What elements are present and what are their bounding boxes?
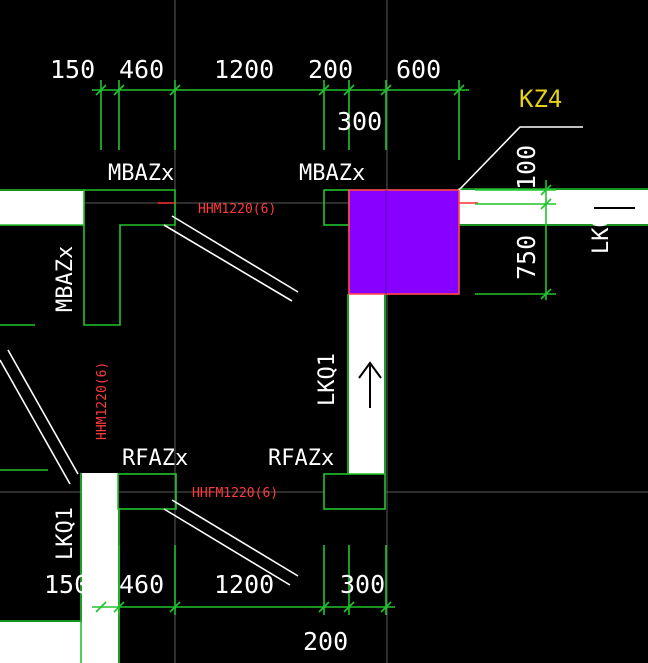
wall-bottom-left-horizontal bbox=[0, 622, 118, 663]
door-label-top: HHM1220(6) bbox=[198, 202, 276, 217]
wall-center-vertical bbox=[349, 294, 384, 474]
dim-right-750: 750 bbox=[512, 235, 541, 280]
dim-bottom-200: 200 bbox=[303, 627, 348, 656]
label-lkq1-right: LKQ1 bbox=[589, 201, 614, 254]
edge-member-mbaz-top-left[interactable] bbox=[83, 189, 176, 326]
dim-bottom-150: 150 bbox=[44, 570, 89, 599]
dim-right-100: 100 bbox=[512, 145, 541, 190]
dimension-top bbox=[92, 80, 469, 160]
column-tag-kz4: KZ4 bbox=[519, 85, 562, 113]
wall-outlines bbox=[0, 188, 648, 663]
label-lkq1-left: LKQ1 bbox=[53, 507, 78, 560]
door-swings bbox=[0, 202, 478, 586]
column-kz4[interactable] bbox=[348, 189, 460, 295]
leader-kz4 bbox=[458, 126, 583, 191]
dim-bottom-460: 460 bbox=[119, 570, 164, 599]
door-leaf bbox=[163, 508, 291, 586]
label-rfaz-left: RFAZx bbox=[122, 446, 188, 471]
label-mbaz-left: MBAZx bbox=[108, 161, 174, 186]
dim-top-200: 200 bbox=[308, 55, 353, 84]
walls bbox=[0, 190, 648, 663]
wall-top-left bbox=[0, 191, 84, 225]
door-label-vertical: HHM1220(6) bbox=[95, 362, 110, 440]
label-mbaz-vertical: MBAZx bbox=[53, 246, 78, 312]
label-mbaz-right: MBAZx bbox=[299, 161, 365, 186]
dim-top-600: 600 bbox=[396, 55, 441, 84]
dim-top-150: 150 bbox=[50, 55, 95, 84]
dim-top-1200: 1200 bbox=[214, 55, 274, 84]
edge-member-mbaz-top-right[interactable] bbox=[323, 189, 350, 226]
dimension-bottom bbox=[92, 545, 395, 615]
dim-bottom-1200: 1200 bbox=[214, 570, 274, 599]
dim-top-300: 300 bbox=[337, 107, 382, 136]
dimension-right bbox=[475, 180, 556, 300]
door-leaf bbox=[7, 349, 79, 475]
arrow-up-icon bbox=[358, 361, 382, 408]
door-leaf bbox=[171, 215, 299, 293]
label-rfaz-right: RFAZx bbox=[268, 446, 334, 471]
door-leaf bbox=[0, 359, 71, 485]
door-label-bottom: HHFM1220(6) bbox=[192, 486, 278, 501]
dim-top-460: 460 bbox=[119, 55, 164, 84]
edge-member-rfaz-right[interactable] bbox=[323, 473, 386, 510]
door-leaf bbox=[171, 499, 299, 577]
edge-member-rfaz-left[interactable] bbox=[117, 473, 177, 510]
label-lkq1-center: LKQ1 bbox=[315, 353, 340, 406]
dim-bottom-300: 300 bbox=[340, 570, 385, 599]
door-leaf bbox=[163, 224, 293, 302]
